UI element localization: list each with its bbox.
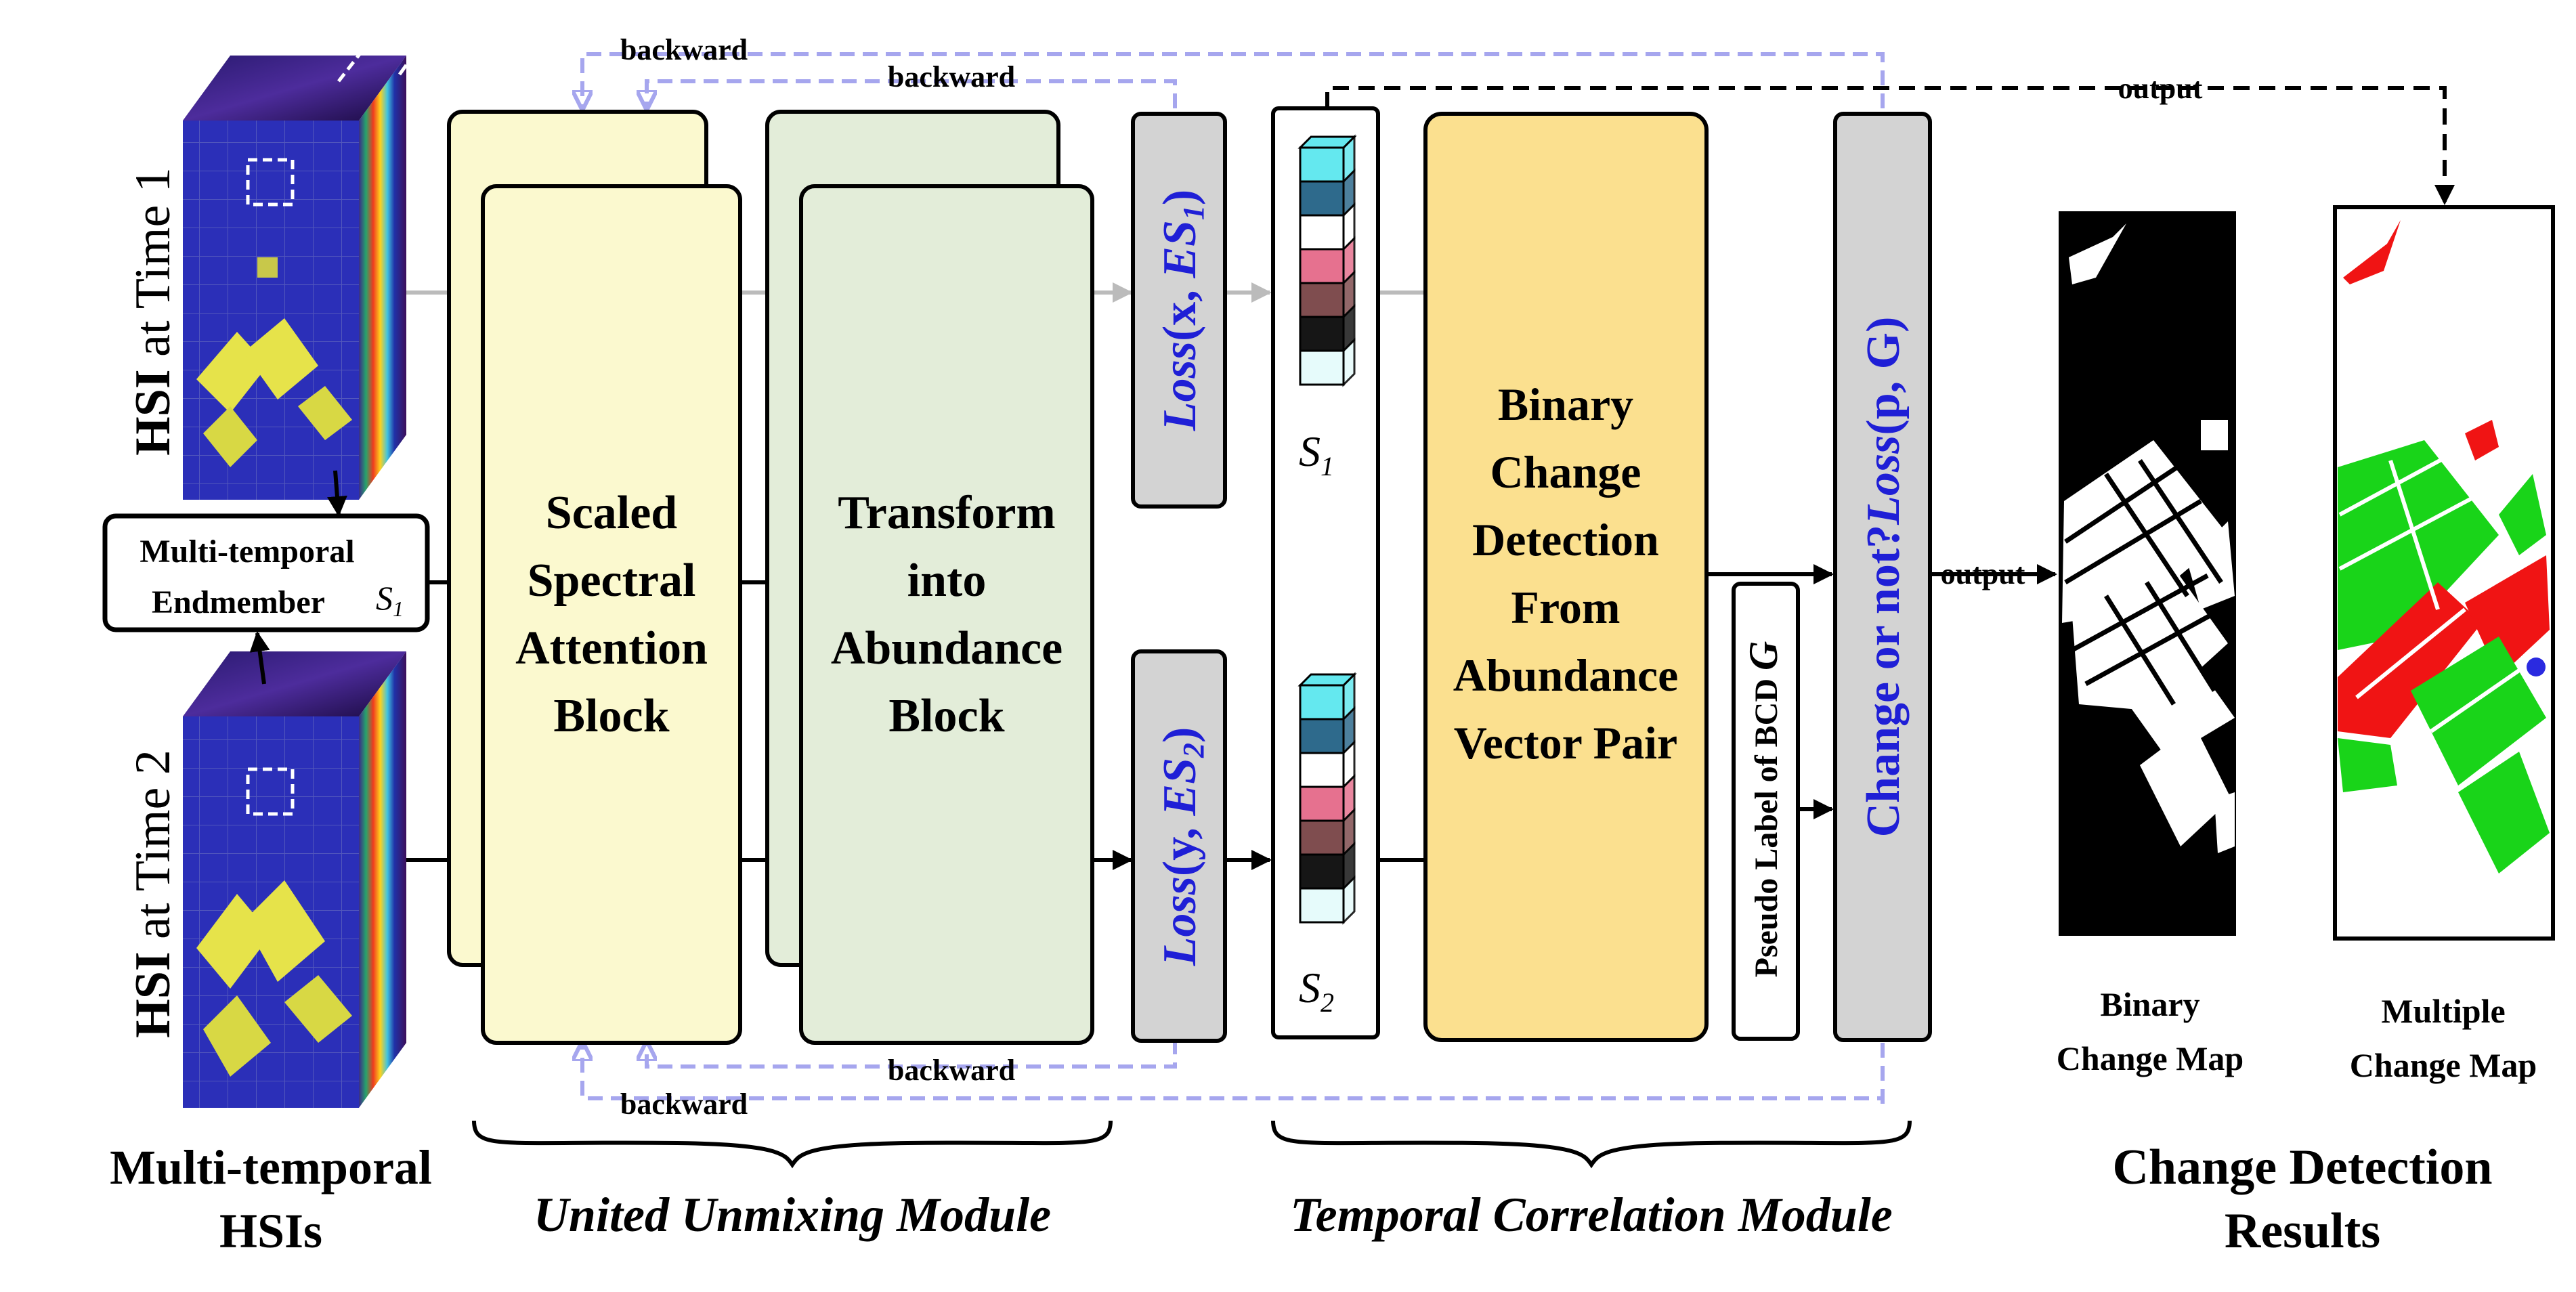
svg-text:Binary: Binary bbox=[1498, 379, 1633, 430]
svg-text:Change: Change bbox=[1490, 446, 1641, 498]
binary-change-map bbox=[2059, 211, 2236, 936]
abundance-cell bbox=[1299, 785, 1345, 822]
endmember-label-line2: Endmember bbox=[152, 584, 325, 620]
s2-label: S2 bbox=[1299, 964, 1334, 1018]
s1-label: S1 bbox=[1299, 427, 1334, 481]
abundance-cell bbox=[1299, 214, 1345, 251]
abundance-cell bbox=[1299, 180, 1345, 217]
ssa-block-label: Scaled Spectral Attention Block bbox=[515, 487, 708, 742]
abundance-cell bbox=[1299, 718, 1345, 754]
abundance-cell bbox=[1299, 819, 1345, 856]
svg-text:Scaled: Scaled bbox=[546, 487, 678, 539]
multiple-map-label-line1: Multiple bbox=[2381, 992, 2505, 1030]
binary-map-label-line1: Binary bbox=[2100, 985, 2199, 1023]
hsi-cube-time2 bbox=[183, 651, 406, 1108]
pseudo-label-box bbox=[1732, 582, 1800, 1041]
ssa-block bbox=[481, 184, 742, 1045]
output-label-top: output bbox=[2118, 72, 2203, 105]
abundance-cell bbox=[1299, 887, 1345, 924]
abundance-cell-side bbox=[1342, 875, 1356, 925]
endmember-symbol: S1 bbox=[376, 579, 404, 621]
temporal-brace bbox=[1271, 1120, 1912, 1169]
abundance-vector-s2 bbox=[1297, 672, 1357, 925]
backward-arrows bbox=[582, 52, 1885, 1104]
loss-formula-time2: Loss(y, ES2) bbox=[1154, 727, 1210, 967]
abundance-cell bbox=[1299, 146, 1345, 183]
abundance-cell bbox=[1299, 349, 1345, 386]
svg-text:Detection: Detection bbox=[1472, 514, 1659, 565]
arrow-cube2-to-endmember bbox=[249, 631, 270, 685]
abundance-cell bbox=[1299, 316, 1345, 352]
inputs-caption-line1: Multi-temporal bbox=[110, 1140, 432, 1194]
results-caption-line1: Change Detection bbox=[2112, 1140, 2492, 1195]
hsi-time2-label: HSI at Time 2 bbox=[125, 750, 181, 1038]
output-label-mid: output bbox=[1941, 557, 2025, 590]
loss-formula-time1: Loss(x, ES1) bbox=[1154, 190, 1210, 432]
abundance-cell-top bbox=[1297, 673, 1357, 687]
unmixing-module-caption: United Unmixing Module bbox=[534, 1188, 1051, 1242]
tab-block-label: Transform into Abundance Block bbox=[831, 487, 1062, 742]
bcd-block-label: Binary Change Detection From Abundance V… bbox=[1453, 379, 1679, 769]
backward-label-top-outer: backward bbox=[620, 33, 748, 66]
temporal-module-caption: Temporal Correlation Module bbox=[1290, 1188, 1892, 1242]
svg-text:Vector Pair: Vector Pair bbox=[1454, 717, 1677, 769]
abundance-cell bbox=[1299, 752, 1345, 788]
output-dashed-arrow bbox=[1325, 86, 2455, 205]
svg-text:Abundance: Abundance bbox=[1453, 649, 1679, 701]
backward-label-bottom-inner: backward bbox=[888, 1054, 1015, 1087]
pseudo-label-text: Pseudo Label of BCD G bbox=[1741, 641, 1786, 978]
svg-text:Attention: Attention bbox=[515, 622, 708, 674]
hsi-time1-label: HSI at Time 1 bbox=[125, 167, 181, 456]
change-loss-box bbox=[1833, 112, 1932, 1042]
svg-text:into: into bbox=[907, 555, 987, 607]
binary-map-label-line2: Change Map bbox=[2057, 1039, 2244, 1077]
inputs-caption-line2: HSIs bbox=[219, 1204, 322, 1258]
multiple-change-map bbox=[2333, 205, 2555, 941]
change-loss-text: Change or not?Loss(p, G) bbox=[1858, 317, 1910, 838]
abundance-vector-s1 bbox=[1297, 134, 1357, 387]
svg-text:Transform: Transform bbox=[838, 487, 1055, 539]
svg-text:Spectral: Spectral bbox=[528, 555, 696, 607]
abundance-cell-side bbox=[1342, 337, 1356, 387]
backward-label-bottom-outer: backward bbox=[620, 1088, 748, 1121]
abundance-cell bbox=[1299, 248, 1345, 284]
loss-box-time1 bbox=[1131, 112, 1227, 509]
arrow-cube1-to-endmember bbox=[326, 470, 347, 517]
backward-label-top-inner: backward bbox=[888, 60, 1015, 93]
hsi-cube-time1 bbox=[183, 18, 408, 500]
endmember-box bbox=[102, 513, 430, 632]
results-caption-line2: Results bbox=[2225, 1203, 2380, 1259]
unmixing-brace bbox=[472, 1120, 1113, 1169]
svg-text:Block: Block bbox=[553, 690, 669, 742]
svg-text:Block: Block bbox=[888, 690, 1004, 742]
abundance-cell bbox=[1299, 684, 1345, 720]
abundance-cell bbox=[1299, 282, 1345, 318]
svg-text:From: From bbox=[1511, 582, 1620, 633]
loss-box-time2 bbox=[1131, 649, 1227, 1043]
svg-text:Abundance: Abundance bbox=[831, 622, 1062, 674]
abundance-cell-top bbox=[1297, 135, 1357, 149]
endmember-label-line1: Multi-temporal bbox=[139, 534, 354, 569]
abundance-cell bbox=[1299, 853, 1345, 890]
bcd-block bbox=[1423, 112, 1709, 1042]
multiple-map-label-line2: Change Map bbox=[2350, 1046, 2537, 1084]
tab-block bbox=[799, 184, 1094, 1045]
